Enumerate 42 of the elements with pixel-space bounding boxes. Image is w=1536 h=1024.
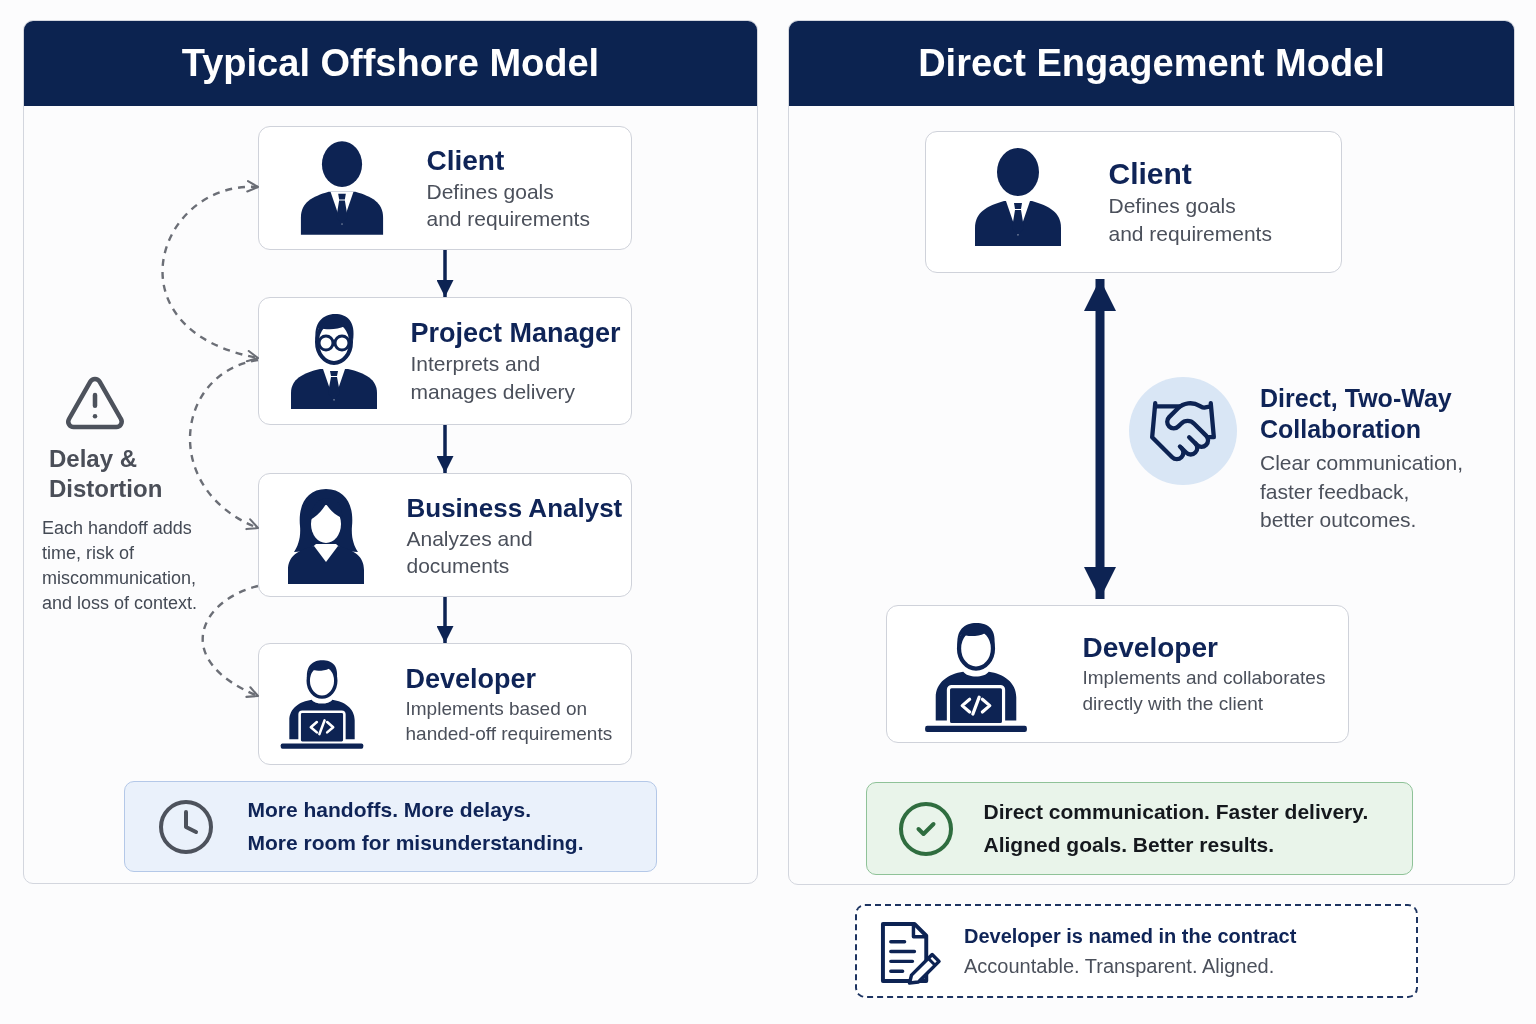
- role-card: [924, 130, 1342, 273]
- summary-banner: [123, 780, 657, 872]
- dashed-arrow: [189, 358, 260, 530]
- summary-text: More room for misunderstanding.: [247, 830, 584, 856]
- role-title: Developer: [405, 662, 537, 696]
- summary-text: More handoffs. More delays.: [247, 797, 532, 823]
- arrow: [436, 250, 454, 297]
- summary-text: Aligned goals. Better results.: [983, 832, 1275, 858]
- contract-subtitle: Accountable. Transparent. Aligned.: [964, 954, 1275, 979]
- role-card: [257, 472, 632, 597]
- role-description: Implements based on handed-off requirements: [405, 696, 614, 746]
- dashed-double-arrow: [161, 181, 260, 362]
- role-description: Interprets and manages delivery: [410, 350, 577, 405]
- role-title: Project Manager: [410, 316, 621, 350]
- role-description: Implements and collaborates directly with the client: [1082, 665, 1327, 716]
- role-card: [257, 296, 632, 425]
- contract-title: Developer is named in the contract: [964, 924, 1297, 949]
- summary-text: Direct communication. Faster delivery.: [983, 799, 1369, 825]
- model-panel: [788, 20, 1515, 885]
- role-card: [257, 125, 632, 250]
- role-title: Business Analyst: [406, 491, 623, 525]
- role-description: Defines goals and requirements: [1108, 192, 1273, 247]
- warning-heading: Delay & Distortion: [49, 444, 164, 504]
- summary-banner: [865, 781, 1413, 875]
- collaboration-heading: Direct, Two-Way Collaboration: [1260, 383, 1453, 445]
- role-card: [885, 604, 1349, 743]
- role-title: Developer: [1082, 630, 1218, 665]
- collaboration-description: Clear communication, faster feedback, better outcomes.: [1260, 450, 1465, 533]
- panel-title: Direct Engagement Model: [789, 21, 1514, 106]
- contract-note: [855, 904, 1418, 998]
- dashed-arrow: [201, 584, 260, 698]
- warning-description: Each handoff adds time, risk of miscommunication, and loss of context.: [42, 517, 199, 615]
- role-description: Defines goals and requirements: [426, 178, 591, 232]
- arrow: [436, 425, 454, 473]
- role-title: Client: [426, 143, 505, 178]
- panel-title: Typical Offshore Model: [24, 21, 757, 106]
- role-description: Analyzes and documents: [406, 525, 534, 579]
- role-title: Client: [1108, 155, 1192, 192]
- role-card: [257, 642, 632, 765]
- arrow: [436, 597, 454, 643]
- model-panel: [23, 20, 758, 884]
- thick-double-arrow: [1084, 279, 1116, 599]
